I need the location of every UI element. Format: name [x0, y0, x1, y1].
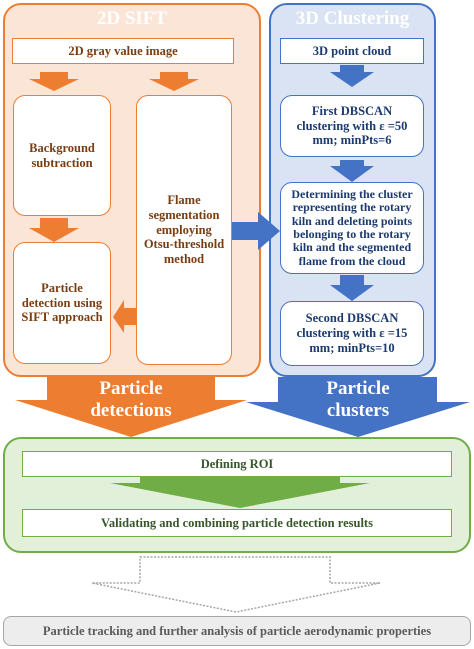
arrow-to-background — [29, 72, 79, 91]
arrow-to-particle-detection — [29, 218, 79, 242]
validating-box: Validating and combining particle detect… — [22, 509, 452, 537]
arrow-to-flame — [149, 72, 199, 91]
sift-title: 2D SIFT — [96, 8, 168, 29]
arrow-flame-to-detection — [113, 300, 136, 333]
orange-output-arrow — [15, 377, 247, 437]
particle-detection-box: Particle detection using SIFT approach — [13, 242, 111, 364]
arrow-to-determining — [330, 160, 374, 182]
point-cloud-box: 3D point cloud — [280, 38, 424, 64]
arrow-to-second-dbscan — [330, 275, 374, 301]
final-arrow — [91, 556, 381, 613]
tracking-box: Particle tracking and further analysis o… — [3, 616, 471, 646]
arrow-flame-to-clustering — [232, 212, 280, 250]
second-dbscan-box: Second DBSCAN clustering with ε =15 mm; … — [280, 301, 424, 366]
gray-image-box: 2D gray value image — [12, 38, 234, 64]
clustering-title: 3D Clustering — [295, 8, 410, 29]
defining-roi-box: Defining ROI — [22, 451, 452, 477]
sift-output-label: Particle detections — [90, 378, 172, 421]
determining-cluster-box: Determining the cluster representing the… — [280, 182, 424, 274]
blue-output-arrow — [246, 377, 470, 437]
flame-segmentation-box: Flame segmentation employing Otsu-thresh… — [136, 95, 232, 365]
background-subtraction-box: Background subtraction — [13, 95, 111, 216]
clustering-output-label: Particle clusters — [326, 378, 390, 421]
first-dbscan-box: First DBSCAN clustering with ε =50 mm; m… — [280, 95, 424, 157]
green-arrow — [110, 477, 370, 508]
arrow-to-first-dbscan — [330, 65, 374, 87]
